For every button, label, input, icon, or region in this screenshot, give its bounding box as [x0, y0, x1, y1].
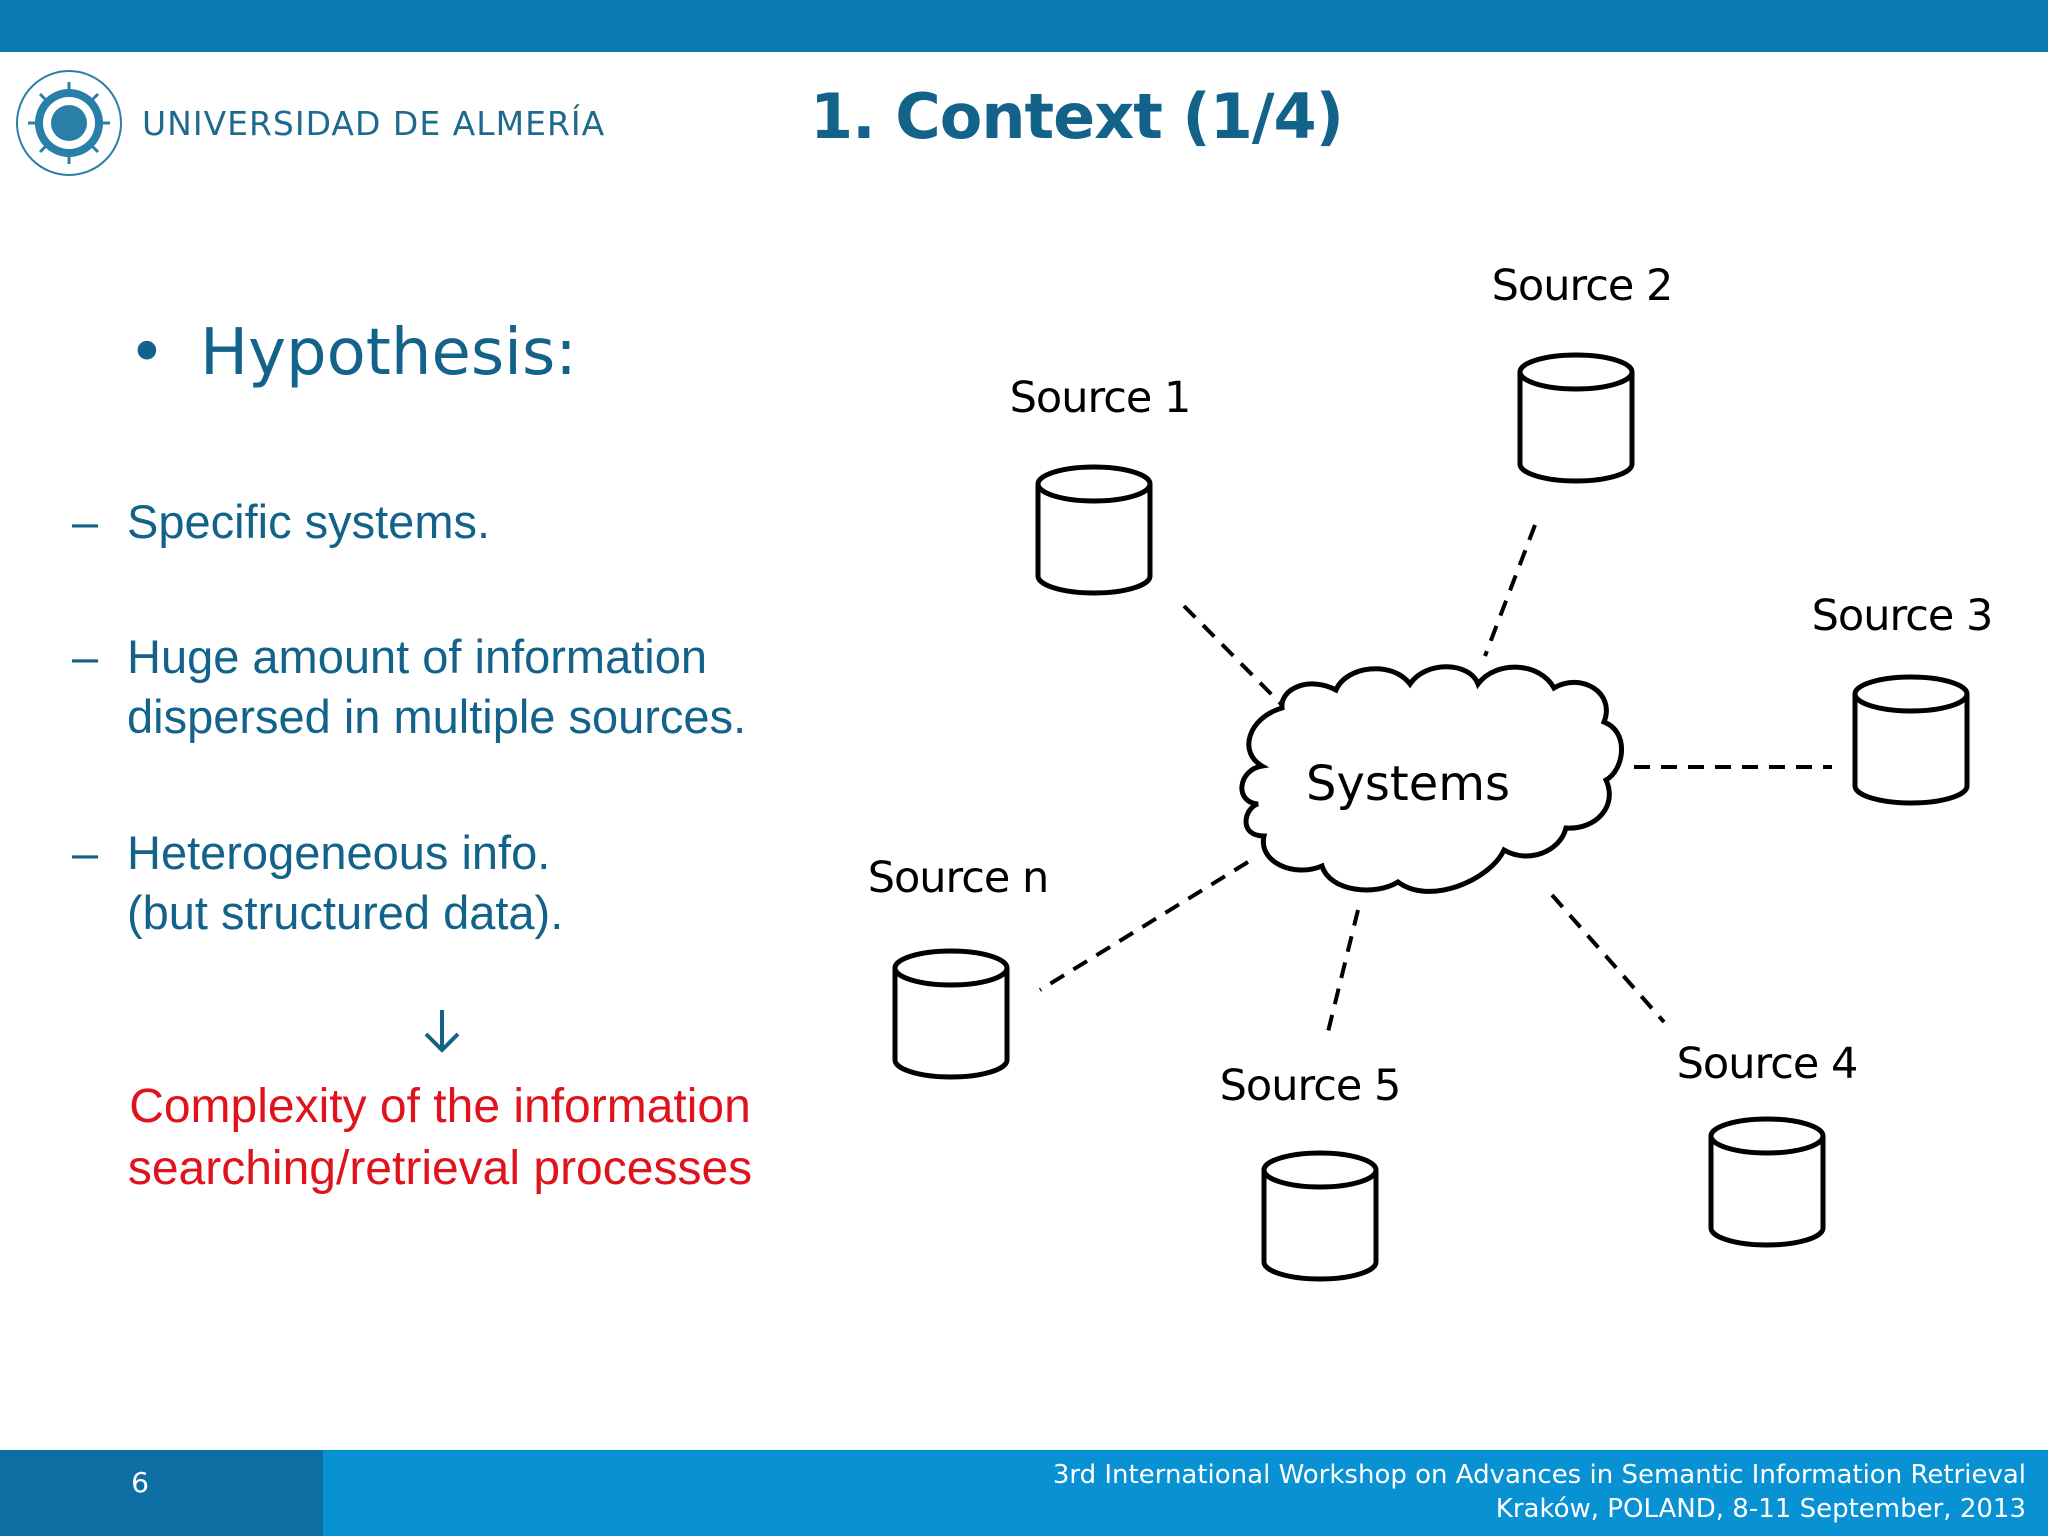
source-3-database-icon: [1855, 677, 1967, 803]
conclusion-line: searching/retrieval processes: [127, 1142, 753, 1195]
university-name: UNIVERSIDAD DE ALMERÍA: [142, 104, 606, 143]
hypothesis-heading: • Hypothesis:: [128, 316, 577, 390]
source-5-database-icon: [1264, 1153, 1376, 1279]
source-3-label: Source 3: [1812, 591, 1993, 641]
list-item-text: Specific systems.: [127, 495, 491, 548]
source-4-label: Source 4: [1677, 1039, 1858, 1089]
link-source-2: [1483, 524, 1537, 657]
systems-cloud: [1239, 664, 1624, 894]
source-2-label: Source 2: [1492, 261, 1673, 311]
source-2-database-icon: [1520, 355, 1632, 481]
dash: –: [72, 826, 99, 879]
list-item-text: Huge amount of information: [127, 630, 707, 683]
link-source-5: [1324, 909, 1360, 1041]
footer-workshop: 3rd International Workshop on Advances i…: [1052, 1460, 2026, 1490]
footer-location-date: Kraków, POLAND, 8-11 September, 2013: [1495, 1494, 2026, 1524]
link-source-1: [1182, 604, 1284, 707]
source-1-label: Source 1: [1010, 373, 1191, 423]
link-source-n: [1038, 860, 1250, 992]
footer-text: 3rd International Workshop on Advances i…: [1053, 1458, 2026, 1526]
dash: –: [72, 630, 99, 683]
page-number: 6: [131, 1466, 149, 1499]
top-bar: [0, 0, 2048, 52]
hypothesis-label: Hypothesis:: [200, 316, 577, 390]
university-seal-logo: [16, 70, 122, 176]
conclusion-line: Complexity of the information: [129, 1080, 751, 1133]
source-n-label: Source n: [868, 853, 1049, 903]
source-5-label: Source 5: [1220, 1061, 1401, 1111]
bullet: •: [128, 316, 166, 390]
list-item-text: (but structured data).: [127, 886, 564, 939]
conclusion-text: Complexity of the information searching/…: [90, 1076, 790, 1200]
source-4-database-icon: [1711, 1119, 1823, 1245]
systems-label: Systems: [1306, 756, 1510, 812]
list-item-text: Heterogeneous info.: [127, 826, 551, 879]
list-item-text: dispersed in multiple sources.: [127, 690, 747, 743]
link-source-4: [1550, 893, 1666, 1024]
footer-right-panel: [323, 1450, 2048, 1536]
slide-title: 1. Context (1/4): [810, 80, 1344, 153]
footer-left-panel: [0, 1450, 323, 1536]
source-1-database-icon: [1038, 467, 1150, 593]
down-arrow-icon: [424, 1010, 460, 1053]
dash: –: [72, 495, 99, 548]
source-n-database-icon: [895, 951, 1007, 1077]
